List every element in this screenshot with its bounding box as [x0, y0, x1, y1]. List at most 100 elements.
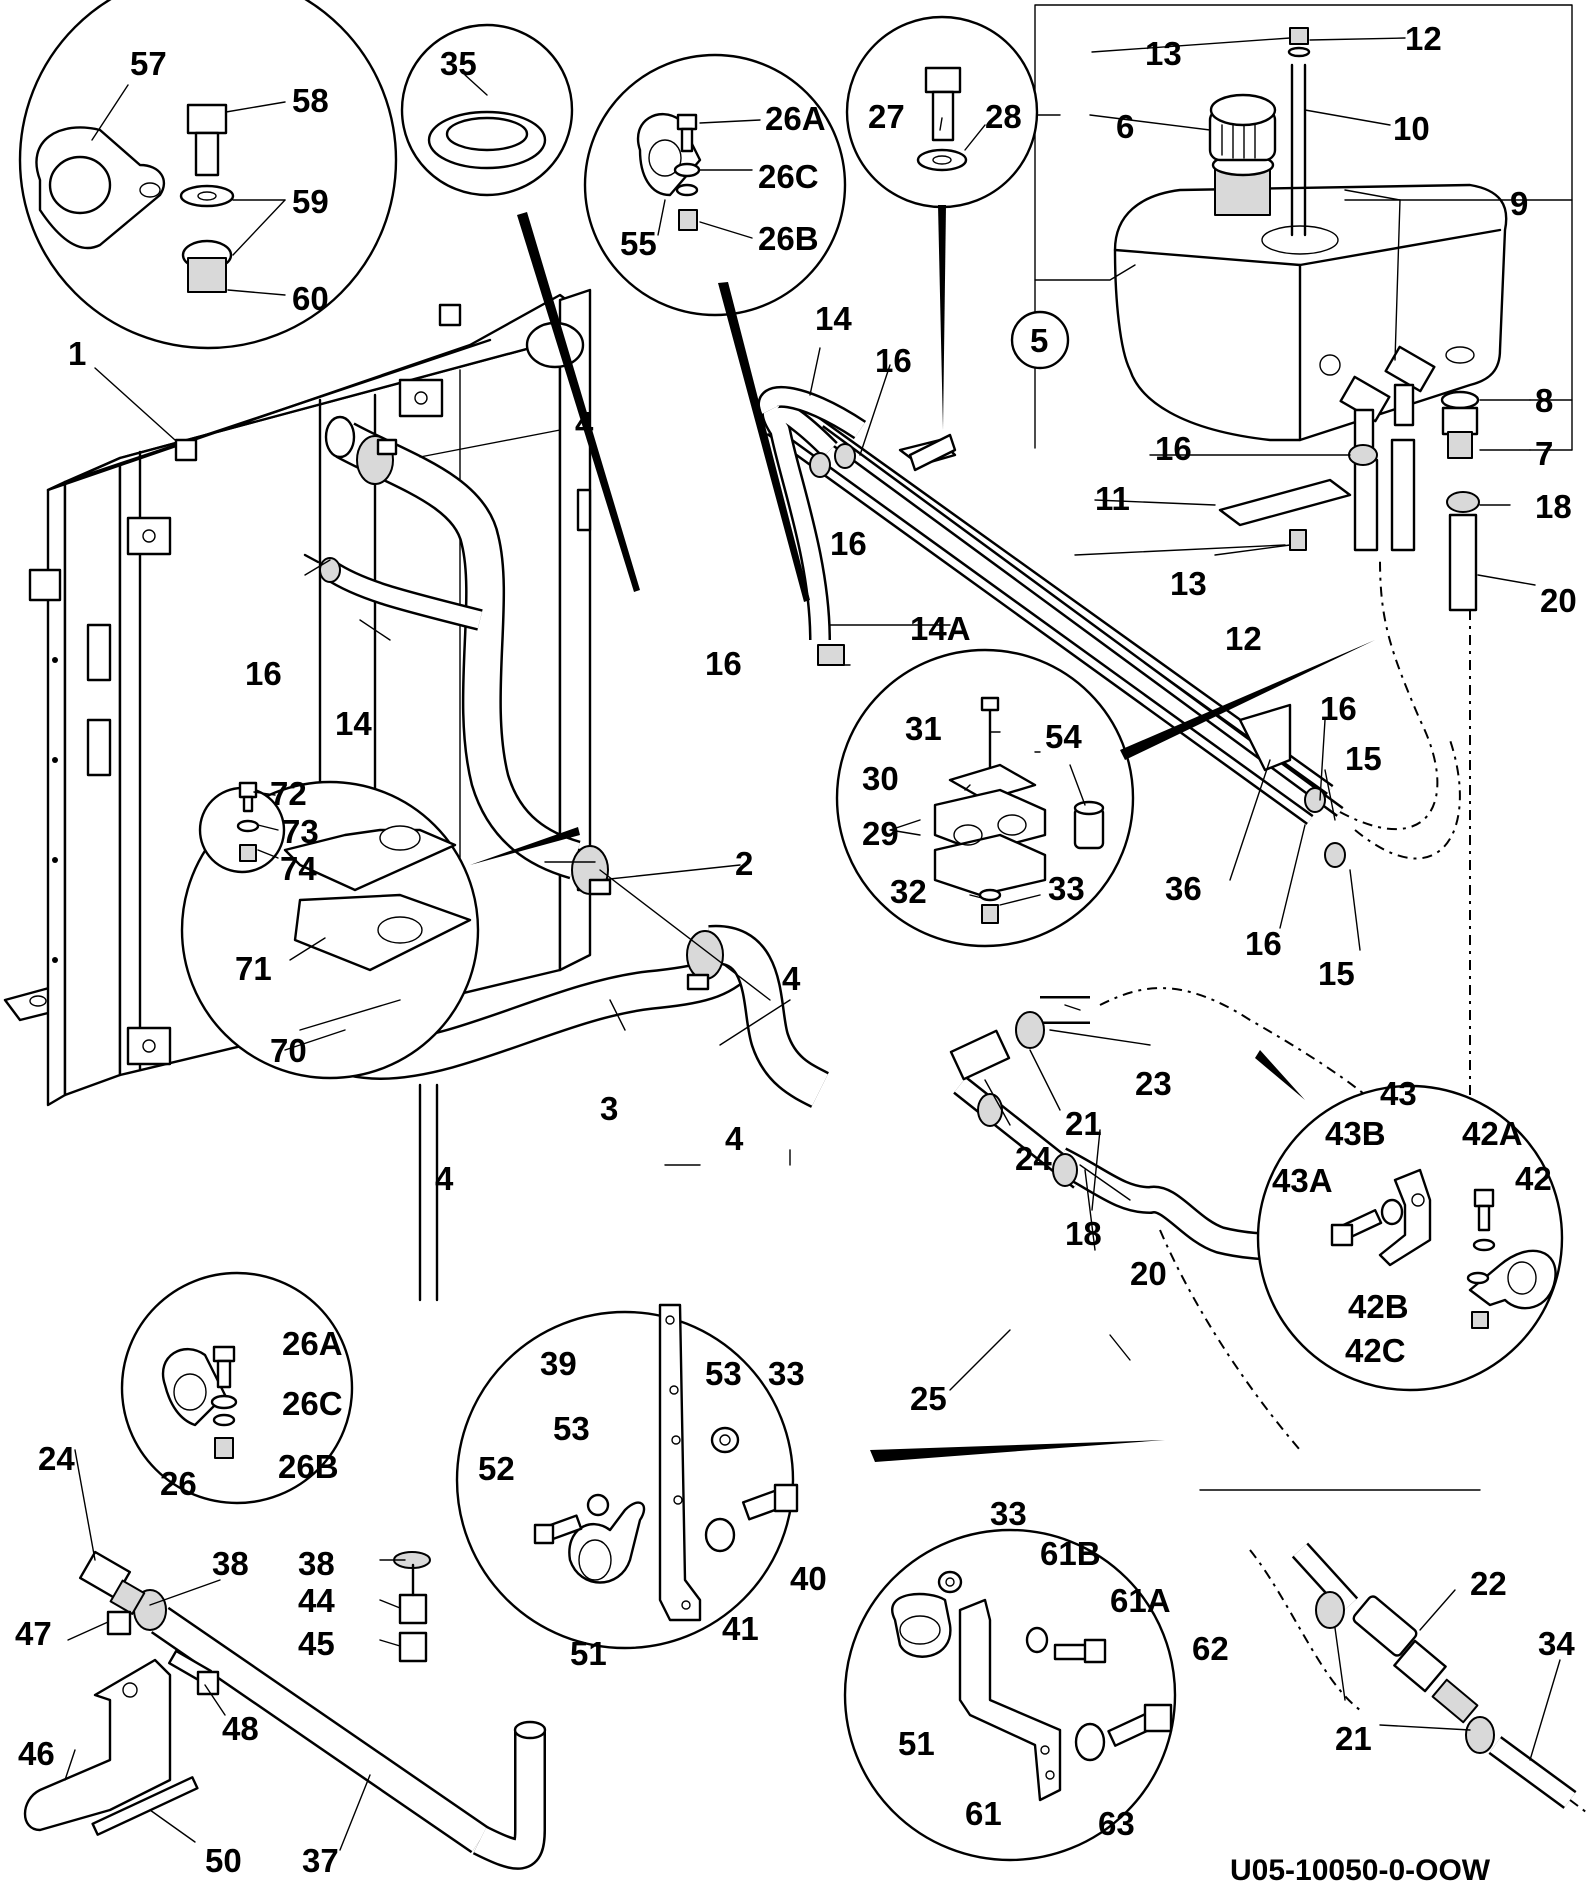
label-28: 28 [985, 98, 1022, 135]
label-15: 15 [1318, 955, 1355, 992]
edge-strip [91, 1776, 199, 1836]
side-bracket [86, 623, 112, 682]
label-53: 53 [553, 1410, 590, 1447]
tube-route [1339, 559, 1439, 831]
label-45: 45 [298, 1625, 335, 1662]
label-26B: 26B [758, 220, 819, 257]
label-11: 11 [1095, 480, 1130, 517]
tank-lug [576, 488, 592, 532]
side-bracket [86, 718, 112, 777]
bleed-tubes [757, 385, 1461, 868]
mount-hole [142, 529, 156, 543]
rivet [52, 657, 58, 663]
overflow-hose-radiator [303, 553, 483, 631]
label-8: 8 [1535, 382, 1553, 419]
label-54: 54 [1045, 718, 1082, 755]
label-50: 50 [205, 1842, 242, 1879]
label-42A: 42A [1462, 1115, 1523, 1152]
filler-cap-top [1209, 93, 1277, 127]
label-42C: 42C [1345, 1332, 1406, 1369]
mounting-plate [1218, 478, 1352, 527]
label-30: 30 [862, 760, 899, 797]
label-26C: 26C [758, 158, 819, 195]
detail-bolt-27 [845, 15, 1039, 472]
label-14: 14 [335, 705, 372, 742]
detail-clip-26-lower [120, 1271, 354, 1505]
label-42: 42 [1515, 1160, 1552, 1197]
label-16: 16 [705, 645, 742, 682]
label-4: 4 [575, 405, 594, 442]
label-40: 40 [790, 1560, 827, 1597]
label-32: 32 [890, 873, 927, 910]
label-1: 1 [68, 335, 86, 372]
label-58: 58 [292, 82, 329, 119]
mount-block [126, 516, 172, 556]
label-13: 13 [1170, 565, 1207, 602]
label-4: 4 [725, 1120, 744, 1157]
tank-hose-20 [1448, 513, 1478, 612]
label-36: 36 [1165, 870, 1202, 907]
stud-washer [1287, 46, 1311, 58]
hose-clamp [834, 443, 856, 469]
label-18: 18 [1535, 488, 1572, 525]
label-61A: 61A [1110, 1582, 1171, 1619]
mount-hole [142, 1039, 156, 1053]
label-16: 16 [1245, 925, 1282, 962]
label-26A: 26A [765, 100, 826, 137]
label-38: 38 [212, 1545, 249, 1582]
hose-clamp [1446, 491, 1480, 513]
label-4: 4 [782, 960, 801, 997]
label-46: 46 [18, 1735, 55, 1772]
label-43: 43 [1380, 1075, 1417, 1112]
hose-clamp [1348, 444, 1378, 466]
label-27: 27 [868, 98, 905, 135]
label-73: 73 [282, 813, 319, 850]
tank-callout-line [1034, 264, 1136, 281]
label-57: 57 [130, 45, 167, 82]
label-26C: 26C [282, 1385, 343, 1422]
label-37: 37 [302, 1842, 339, 1879]
mount-hole [414, 391, 428, 405]
detail-bracket-39 [455, 1303, 1165, 1650]
label-21: 21 [1335, 1720, 1372, 1757]
tank-adapter [1447, 431, 1473, 459]
tube-bracket [1238, 703, 1292, 772]
label-59: 59 [292, 183, 329, 220]
label-9: 9 [1510, 185, 1528, 222]
hose-clamp [1315, 1591, 1345, 1629]
tank-adapter [1441, 406, 1479, 436]
label-25: 25 [910, 1380, 947, 1417]
leader-lines [64, 37, 1561, 1851]
label-26: 26 [160, 1465, 197, 1502]
detail-bracket-61 [843, 1528, 1177, 1862]
hose-route [1159, 1229, 1301, 1451]
label-62: 62 [1192, 1630, 1229, 1667]
label-33: 33 [1048, 870, 1085, 907]
label-21: 21 [1065, 1105, 1102, 1142]
label-20: 20 [1540, 582, 1577, 619]
label-61B: 61B [1040, 1535, 1101, 1572]
label-29: 29 [862, 815, 899, 852]
radiator-side-frame [63, 456, 122, 1097]
label-33: 33 [768, 1355, 805, 1392]
label-14A: 14A [910, 610, 971, 647]
hose-clamp [1304, 787, 1326, 813]
hose-clamp [809, 452, 831, 478]
label-71: 71 [235, 950, 272, 987]
label-12: 12 [1225, 620, 1262, 657]
bolt-head [196, 1670, 220, 1696]
label-20: 20 [1130, 1255, 1167, 1292]
label-74: 74 [280, 850, 317, 887]
tube-route [1354, 739, 1461, 860]
adapter-fitting [109, 1579, 146, 1615]
mount-tab [174, 438, 198, 462]
mount-block [126, 1026, 172, 1066]
support-bracket [23, 1658, 172, 1832]
quick-coupler [1393, 1639, 1447, 1693]
label-34: 34 [1538, 1625, 1575, 1662]
label-42B: 42B [1348, 1288, 1409, 1325]
mount-tab [438, 303, 462, 327]
expansion-tank [1034, 4, 1573, 612]
label-13: 13 [1145, 35, 1182, 72]
